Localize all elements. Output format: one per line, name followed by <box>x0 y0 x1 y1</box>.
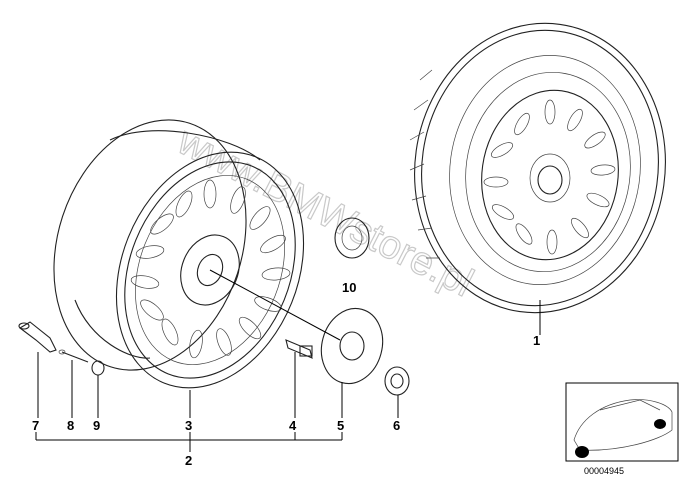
callout-8: 8 <box>67 418 74 433</box>
callout-6: 6 <box>393 418 400 433</box>
wheel-bolt-drawing <box>285 339 313 359</box>
cap-insert-drawing <box>334 217 370 259</box>
callout-10: 10 <box>342 280 356 295</box>
callout-2: 2 <box>185 453 192 468</box>
callout-9: 9 <box>93 418 100 433</box>
callout-1: 1 <box>533 333 540 348</box>
rim-drawing <box>53 119 305 389</box>
watermark: www.BMWstore.pl <box>170 118 480 305</box>
diagram-code: 00004945 <box>584 466 624 476</box>
leader-lines <box>35 269 541 452</box>
vehicle-thumbnail <box>565 382 679 462</box>
callout-4: 4 <box>289 418 297 433</box>
valve-cap-drawing <box>91 360 105 376</box>
complete-wheel-drawing <box>409 22 666 314</box>
callout-7: 7 <box>32 418 39 433</box>
callout-3: 3 <box>185 418 192 433</box>
hub-cap-drawing <box>320 307 384 385</box>
callout-5: 5 <box>337 418 344 433</box>
valve-core-drawing <box>58 349 89 363</box>
emblem-drawing <box>384 366 410 396</box>
valve-stem-drawing <box>18 321 57 353</box>
